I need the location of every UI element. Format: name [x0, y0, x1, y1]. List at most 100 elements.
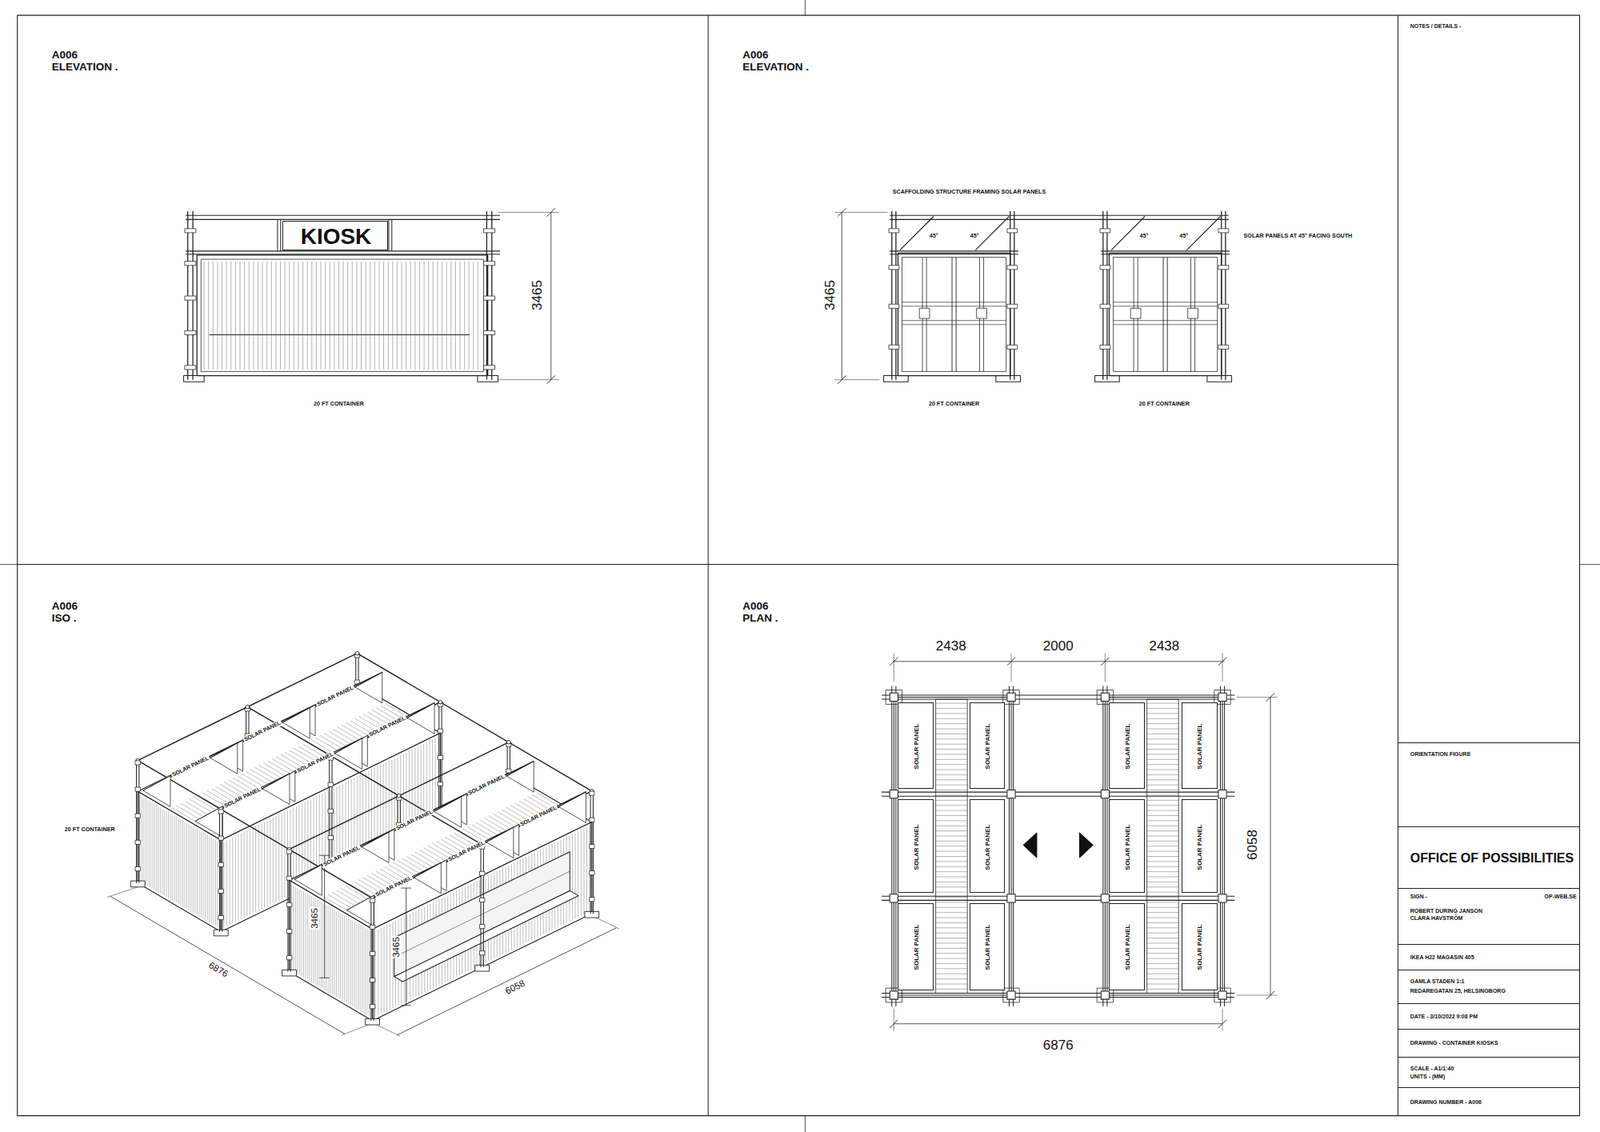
scaffold-post	[373, 898, 375, 1021]
scaffold-rail	[1100, 253, 1230, 255]
scaffold-post	[1013, 211, 1015, 380]
corrugation-line	[1147, 820, 1180, 821]
solar-panel-box: SOLAR PANEL	[1181, 799, 1218, 893]
dimension-line	[1270, 696, 1272, 996]
sheet-heading: ISO .	[51, 612, 78, 625]
corrugation-line	[1147, 896, 1180, 898]
corrugation-line	[1147, 983, 1180, 984]
corrugation-line	[1147, 733, 1180, 735]
corrugation-line	[936, 738, 968, 740]
corrugation-line	[419, 261, 420, 370]
kiosk-side-elevation	[834, 208, 1232, 384]
corrugation-line	[1147, 881, 1180, 883]
corrugation-line	[212, 261, 214, 370]
panel-label: SOLAR PANEL	[394, 808, 435, 833]
corrugation-line	[936, 753, 968, 755]
corrugation-line	[338, 261, 340, 370]
container-side	[372, 821, 592, 1020]
corrugation-line	[328, 905, 329, 992]
scaffold-joint	[438, 700, 443, 704]
corrugation-line	[208, 836, 210, 922]
dimension-extension	[893, 1008, 895, 1032]
corrugation-line	[378, 261, 380, 370]
scaffold-coupler	[484, 261, 496, 266]
title-block-cell: DRAWING NUMBER - A006	[1397, 1087, 1580, 1116]
door-band	[902, 305, 1007, 307]
corrugation-line	[1147, 948, 1180, 949]
corrugation-line	[190, 825, 192, 912]
corrugation-line	[1147, 937, 1180, 939]
corrugation-line	[160, 807, 161, 893]
corrugation-line	[375, 930, 376, 1016]
dimension-line	[892, 660, 1225, 662]
corrugation-line	[1147, 764, 1180, 765]
corrugation-line	[1147, 922, 1180, 924]
corrugation-line	[1147, 907, 1180, 908]
corrugation-line	[348, 917, 349, 1004]
door-band	[902, 324, 1007, 325]
corrugation-line	[295, 886, 296, 972]
scaffold-coupler	[1007, 304, 1018, 308]
scaffold-coupler	[484, 330, 496, 335]
dimension-extension	[376, 1024, 400, 1036]
scaffold-post	[1106, 211, 1108, 380]
corrugation-line	[192, 826, 194, 912]
corrugation-line	[936, 901, 968, 903]
sheet-heading: A006	[51, 48, 79, 61]
dimension-tick	[837, 376, 846, 384]
corrugation-line	[257, 261, 259, 370]
scaffold-post	[370, 898, 372, 1021]
corrugation-line	[333, 909, 335, 996]
sheet-heading: A006	[741, 600, 769, 612]
title-block-text: UNITS - (MM)	[1410, 1073, 1446, 1080]
corrugation-line	[936, 886, 968, 888]
title-block-text: SCALE - A1/1:40	[1410, 1065, 1455, 1072]
corrugation-line	[414, 261, 416, 370]
scaffold-rail	[889, 250, 1019, 252]
scaffold-beam	[220, 702, 440, 810]
corrugation-line	[198, 830, 200, 916]
title-block-text: OFFICE OF POSSIBILITIES	[1410, 851, 1574, 866]
corrugation-line	[319, 900, 320, 987]
dimension-line	[550, 212, 552, 380]
corrugation-line	[252, 261, 254, 370]
corrugation-line	[1147, 774, 1180, 776]
dimension-value: 3465	[823, 279, 839, 312]
title-block-cell: ORIENTATION FIGURE	[1397, 742, 1580, 828]
dimension-tick	[1100, 657, 1109, 666]
scaffold-post	[136, 760, 137, 884]
corrugation-line	[232, 837, 233, 924]
corrugation-line	[152, 802, 153, 888]
corrugation-line	[936, 759, 968, 760]
annotation-note: 20 FT CONTAINER	[1138, 400, 1191, 408]
corrugation-line	[246, 830, 248, 916]
panel-side	[506, 760, 534, 792]
corrugation-line	[275, 261, 276, 370]
scaffold-coupler	[369, 898, 375, 903]
dimension-tick	[1266, 991, 1275, 1000]
corrugation-line	[343, 261, 344, 370]
corrugation-line	[936, 708, 968, 709]
dimension-value: 2438	[1148, 638, 1180, 654]
corrugation-line	[401, 261, 403, 370]
corrugation-line	[1147, 784, 1180, 786]
panel-side	[361, 832, 389, 864]
corrugation-line	[182, 820, 184, 907]
scaffold-coupler	[1100, 344, 1111, 349]
panel-side	[262, 773, 290, 805]
dimension-line	[324, 855, 325, 978]
scaffold-rail	[1106, 685, 1108, 1007]
corrugation-line	[235, 836, 236, 922]
sheet-heading: ELEVATION .	[741, 61, 810, 74]
corrugation-line	[307, 893, 308, 980]
corrugation-line	[1147, 703, 1180, 704]
scaffold-coupler	[328, 835, 333, 840]
title-block-text: DRAWING NUMBER - A006	[1410, 1099, 1482, 1106]
container-side	[289, 880, 373, 1021]
scaffold-coupler	[589, 817, 595, 822]
scaffold-clamp	[1007, 894, 1016, 903]
panel-label: SOLAR PANEL	[446, 839, 487, 864]
door-band	[1113, 301, 1218, 303]
corrugation-line	[1147, 708, 1180, 709]
